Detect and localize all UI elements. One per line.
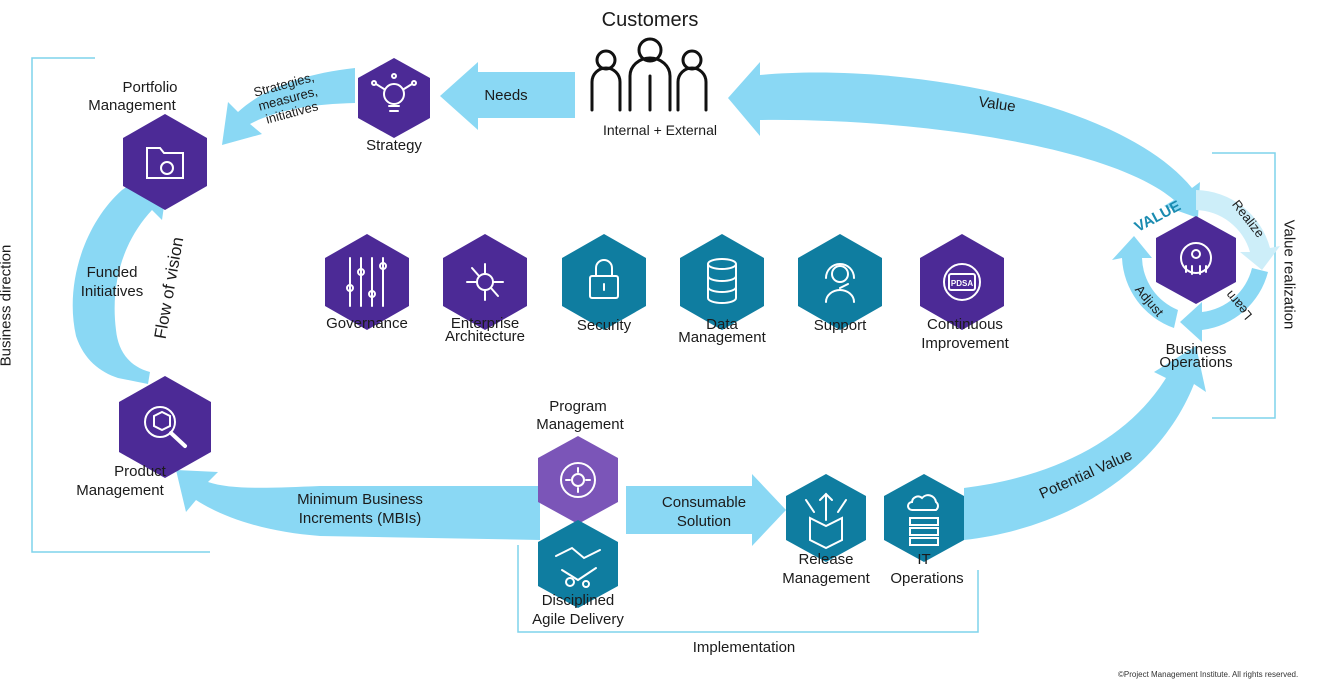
- lightbulb-network-icon: [371, 73, 417, 112]
- governance-label: Governance: [326, 315, 408, 332]
- consumable-label-1: Consumable: [661, 494, 747, 511]
- program-label-1: Program: [549, 398, 607, 415]
- customers-subtitle: Internal + External: [602, 122, 717, 138]
- funded-label-1: Funded: [86, 264, 138, 281]
- business-ops-label-1: Business: [1165, 341, 1227, 358]
- portfolio-label-1: Portfolio: [122, 79, 178, 96]
- needs-label: Needs: [484, 87, 528, 104]
- dad-label-2: Agile Delivery: [532, 611, 624, 628]
- funded-label-2: Initiatives: [80, 283, 144, 300]
- realize-segment: [1196, 190, 1280, 270]
- release-label-1: Release: [798, 551, 854, 568]
- strategy-label: Strategy: [366, 137, 422, 154]
- business-direction-label: Business direction: [0, 244, 15, 367]
- ea-label-1: Enterprise: [450, 315, 520, 332]
- value-realization-frame: [1212, 152, 1276, 419]
- enterprise-architecture-hexagon[interactable]: [443, 234, 527, 330]
- consumable-solution-arrow: [626, 474, 786, 546]
- people-group-icon: [590, 37, 708, 112]
- consumable-label-2: Solution: [676, 513, 732, 530]
- data-mgmt-label-1: Data: [706, 316, 738, 333]
- database-icon: [707, 258, 737, 304]
- mbi-label-1: Minimum Business: [297, 491, 423, 508]
- value-arrow: [728, 62, 1200, 218]
- program-label-2: Management: [536, 416, 624, 433]
- strategies-arrow: [222, 68, 355, 145]
- gear-cycle-icon: [560, 462, 596, 498]
- strategy-hexagon[interactable]: [358, 58, 430, 138]
- headset-icon: [825, 263, 855, 303]
- dad-label-1: Disciplined: [541, 592, 615, 609]
- business-ops-hexagon[interactable]: [1156, 216, 1236, 304]
- mbi-arrow: [176, 470, 540, 540]
- data-mgmt-label-2: Management: [678, 329, 766, 346]
- product-label-1: Product: [114, 463, 166, 480]
- release-label-2: Management: [782, 570, 870, 587]
- potential-value-arrow: [964, 346, 1206, 540]
- business-direction-frame: [31, 57, 210, 553]
- product-hexagon[interactable]: [119, 376, 211, 478]
- copyright: ©Project Management Institute. All right…: [1118, 670, 1299, 679]
- value-cycle: [1112, 190, 1280, 342]
- ea-label-2: Architecture: [444, 328, 526, 345]
- sliders-icon: [346, 257, 387, 307]
- mbi-label-2: Increments (MBIs): [298, 510, 422, 527]
- security-label: Security: [576, 317, 632, 334]
- support-label: Support: [813, 317, 867, 334]
- implementation-frame: [517, 545, 979, 633]
- learn-segment: [1180, 268, 1268, 342]
- padlock-icon: [589, 259, 619, 299]
- pdsa-badge: PDSA: [951, 279, 973, 288]
- governance-hexagon[interactable]: [325, 234, 409, 330]
- needs-arrow: [440, 62, 575, 130]
- circuit-icon: [466, 263, 504, 301]
- implementation-label: Implementation: [692, 639, 796, 656]
- portfolio-label-2: Management: [88, 97, 176, 114]
- ci-label-1: Continuous: [927, 316, 1003, 333]
- product-label-2: Management: [76, 482, 164, 499]
- folder-gear-icon: [146, 147, 184, 179]
- program-hexagon[interactable]: [538, 436, 618, 524]
- box-magnifier-icon: [144, 406, 187, 448]
- cloud-servers-icon: [907, 494, 939, 546]
- gear-team-icon: [1180, 242, 1212, 275]
- adjust-segment: [1112, 236, 1178, 328]
- customers-title: Customers: [601, 9, 699, 31]
- handshake-gears-icon: [555, 546, 601, 588]
- ci-label-2: Improvement: [921, 335, 1009, 352]
- funded-initiatives-arrow: [72, 178, 168, 384]
- dad-hexagon[interactable]: [538, 520, 618, 608]
- continuous-improvement-hexagon[interactable]: [920, 234, 1004, 330]
- business-ops-label-2: Operations: [1159, 354, 1233, 371]
- it-ops-label-2: Operations: [890, 570, 964, 587]
- box-arrows-icon: [805, 492, 847, 550]
- pdsa-cycle-icon: [943, 263, 981, 301]
- it-ops-label-1: IT: [917, 551, 931, 568]
- value-realization-label: Value realization: [1280, 219, 1298, 330]
- security-hexagon[interactable]: [562, 234, 646, 330]
